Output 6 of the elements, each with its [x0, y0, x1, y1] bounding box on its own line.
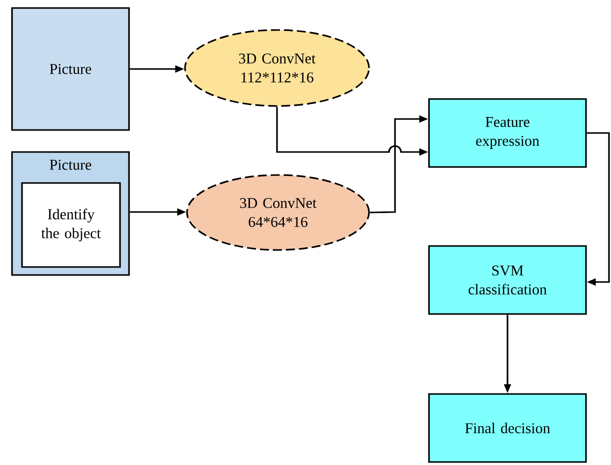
- process-box: Picture: [11, 7, 130, 131]
- process-box: Identify the object: [21, 182, 121, 268]
- arrow: [586, 132, 610, 286]
- process-box: Final decision: [428, 393, 587, 463]
- process-box: Feature expression: [428, 98, 587, 168]
- process-box: SVM classification: [428, 245, 587, 315]
